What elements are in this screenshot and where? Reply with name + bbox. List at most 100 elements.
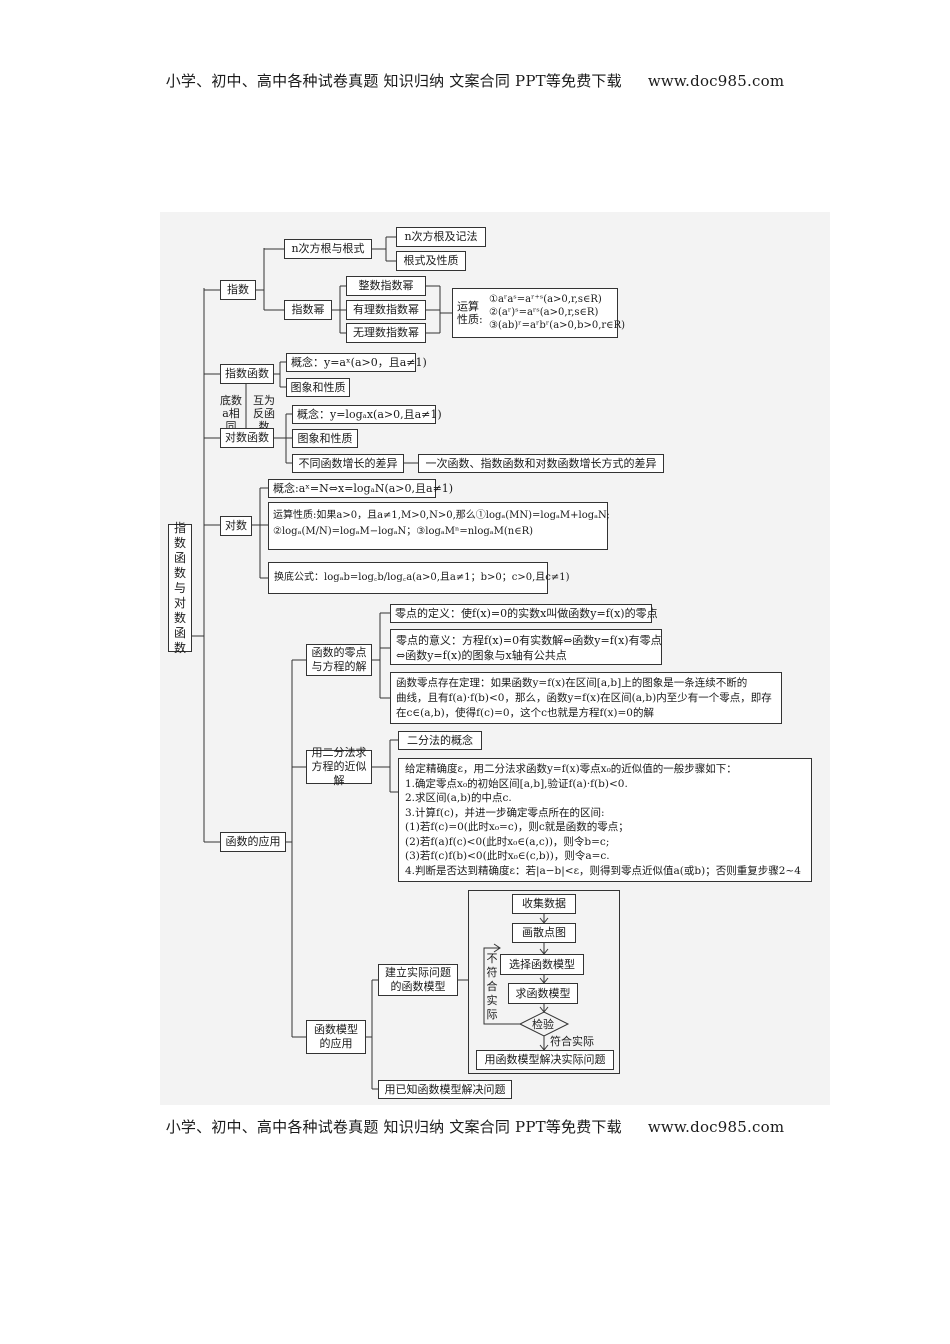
zero-theorem-line-2: 曲线，且有f(a)·f(b)<0，那么，函数y=f(x)在区间(a,b)内至少有… <box>396 692 772 704</box>
exp-func-graph-node: 图象和性质 <box>286 378 350 397</box>
bisection-concept-label: 二分法的概念 <box>407 733 473 747</box>
header-url: www.doc985.com <box>647 72 785 90</box>
bisection-concept-node: 二分法的概念 <box>398 731 482 750</box>
model-label: 函数模型的应用 <box>314 1023 358 1050</box>
bisection-step: (2)若f(a)f(c)<0(此时x₀∈(a,c))，则令b=c; <box>405 835 610 848</box>
flow-scatter-label: 画散点图 <box>522 926 566 939</box>
build-model-node: 建立实际问题的函数模型 <box>378 964 458 996</box>
growth-detail-node: 一次函数、指数函数和对数函数增长方式的差异 <box>418 454 664 473</box>
zero-theorem-line-1: 函数零点存在定理：如果函数y=f(x)在区间[a,b]上的图象是一条连续不断的 <box>396 677 748 689</box>
log-func-graph-node: 图象和性质 <box>292 429 358 448</box>
exp-func-concept-node: 概念：y=aˣ(a>0，且a≠1) <box>286 353 427 372</box>
zero-meaning-line-2: ⇔函数y=f(x)的图象与x轴有公共点 <box>396 649 567 662</box>
zeros-label: 函数的零点与方程的解 <box>311 646 367 673</box>
flow-fit-label: 符合实际 <box>550 1035 594 1048</box>
log-concept-label: 概念:aˣ=N⇔x=logₐN(a>0,且a≠1) <box>273 482 454 495</box>
flow-solve-node: 求函数模型 <box>508 983 578 1004</box>
bisection-step: 给定精确度ε，用二分法求函数y=f(x)零点x₀的近似值的一般步骤如下： <box>405 763 737 775</box>
bisection-step: 3.计算f(c)，并进一步确定零点所在的区间: <box>405 806 605 819</box>
bisection-step: (1)若f(c)=0(此时x₀=c)，则c就是函数的零点； <box>405 821 629 833</box>
rational-power-node: 有理数指数幂 <box>346 300 426 320</box>
exponent-label: 指数 <box>227 283 249 296</box>
zero-definition-node: 零点的定义：使f(x)=0的实数x叫做函数y=f(x)的零点 <box>390 604 658 623</box>
rational-power-label: 有理数指数幂 <box>353 303 419 316</box>
exponent-op-2: ②(aʳ)ˢ=aʳˢ(a>0,r,s∈R) <box>489 307 599 318</box>
exponent-ops-title: 运算性质: <box>457 300 483 326</box>
growth-detail-label: 一次函数、指数函数和对数函数增长方式的差异 <box>425 456 657 470</box>
zero-theorem-node: 函数零点存在定理：如果函数y=f(x)在区间[a,b]上的图象是一条连续不断的 … <box>390 672 782 724</box>
flow-choose-label: 选择函数模型 <box>509 957 575 971</box>
zero-definition-label: 零点的定义：使f(x)=0的实数x叫做函数y=f(x)的零点 <box>395 607 658 620</box>
exp-func-label: 指数函数 <box>225 367 269 380</box>
integer-power-node: 整数指数幂 <box>346 276 426 296</box>
footer-url: www.doc985.com <box>647 1118 785 1136</box>
nth-root-label: n次方根与根式 <box>291 242 365 255</box>
application-node: 函数的应用 <box>220 832 286 852</box>
application-label: 函数的应用 <box>225 835 281 848</box>
zeros-node: 函数的零点与方程的解 <box>306 644 372 676</box>
knowledge-map: 指数函数与对数函数 指数 n次方根与根式 n次方根及记法 根式及性质 指数幂 整… <box>160 212 830 1105</box>
flow-scatter-node: 画散点图 <box>512 923 576 943</box>
exponent-ops-node: 运算性质: ①aʳaˢ=aʳ⁺ˢ(a>0,r,s∈R) ②(aʳ)ˢ=aʳˢ(a… <box>452 288 625 338</box>
bisection-node: 用二分法求方程的近似解 <box>306 746 372 787</box>
log-func-concept-node: 概念：y=logₐx(a>0,且a≠1) <box>292 405 442 424</box>
footer-title: 小学、初中、高中各种试卷真题 知识归纳 文案合同 PPT等免费下载 <box>165 1118 622 1136</box>
bisection-step: 1.确定零点x₀的初始区间[a,b],验证f(a)·f(b)<0. <box>405 777 628 790</box>
known-model-label: 用已知函数模型解决问题 <box>384 1082 506 1096</box>
page-header: 小学、初中、高中各种试卷真题 知识归纳 文案合同 PPT等免费下载 www.doc… <box>0 70 950 91</box>
log-ops-line-2: ②logₐ(M/N)=logₐM−logₐN；③logₐMⁿ=nlogₐM(n∈… <box>273 526 534 537</box>
integer-power-label: 整数指数幂 <box>358 279 414 292</box>
power-node: 指数幂 <box>284 300 332 320</box>
change-base-node: 换底公式：logₐb=log꜀b/log꜀a(a>0,且a≠1；b>0；c>0,… <box>268 562 570 594</box>
exp-func-graph-label: 图象和性质 <box>290 380 346 394</box>
change-base-label: 换底公式：logₐb=log꜀b/log꜀a(a>0,且a≠1；b>0；c>0,… <box>274 572 570 583</box>
bisection-step: 2.求区间(a,b)的中点c. <box>405 792 512 804</box>
nth-root-node: n次方根与根式 <box>284 239 372 259</box>
flow-check-label: 检验 <box>532 1018 554 1031</box>
logarithm-label: 对数 <box>225 519 247 532</box>
build-model-label: 建立实际问题的函数模型 <box>385 966 451 993</box>
flow-solve-problem-label: 用函数模型解决实际问题 <box>484 1053 606 1066</box>
log-ops-node: 运算性质:如果a>0，且a≠1,M>0,N>0,那么①logₐ(MN)=logₐ… <box>268 502 610 550</box>
irrational-power-node: 无理数指数幂 <box>346 323 426 343</box>
exponent-node: 指数 <box>220 280 256 300</box>
exponent-op-1: ①aʳaˢ=aʳ⁺ˢ(a>0,r,s∈R) <box>489 294 602 305</box>
nth-root-notation-label: n次方根及记法 <box>404 230 478 243</box>
radical-property-node: 根式及性质 <box>396 251 466 271</box>
flow-choose-node: 选择函数模型 <box>500 954 584 975</box>
known-model-node: 用已知函数模型解决问题 <box>378 1080 512 1099</box>
exponent-op-3: ③(ab)ʳ=aʳbʳ(a>0,b>0,r∈R) <box>489 320 626 331</box>
zero-theorem-line-3: 在c∈(a,b)，使得f(c)=0，这个c也就是方程f(x)=0的解 <box>396 707 654 719</box>
flow-collect-label: 收集数据 <box>522 897 566 910</box>
relation-inverse-label: 互为反函数 <box>253 394 275 433</box>
bisection-label: 用二分法求方程的近似解 <box>311 746 367 787</box>
flow-collect-node: 收集数据 <box>512 894 576 914</box>
log-func-label: 对数函数 <box>225 431 269 444</box>
flow-solve-label: 求函数模型 <box>515 986 571 1000</box>
radical-property-label: 根式及性质 <box>403 254 459 267</box>
relation-base-label: 底数a相同 <box>220 394 242 433</box>
connector-lines <box>192 236 570 1090</box>
page-footer: 小学、初中、高中各种试卷真题 知识归纳 文案合同 PPT等免费下载 www.doc… <box>0 1116 950 1137</box>
zero-meaning-line-1: 零点的意义：方程f(x)=0有实数解⇔函数y=f(x)有零点 <box>396 634 662 647</box>
bisection-step: 4.判断是否达到精确度ε：若|a−b|<ε，则得到零点近似值a(或b)；否则重复… <box>405 864 801 877</box>
irrational-power-label: 无理数指数幂 <box>353 326 419 339</box>
model-node: 函数模型的应用 <box>306 1020 366 1054</box>
nth-root-notation-node: n次方根及记法 <box>396 227 486 247</box>
zero-meaning-node: 零点的意义：方程f(x)=0有实数解⇔函数y=f(x)有零点 ⇔函数y=f(x)… <box>390 629 662 665</box>
root-node: 指数函数与对数函数 <box>168 521 192 655</box>
modeling-flowchart <box>468 890 620 1074</box>
flow-not-fit-label: 不符合实际 <box>486 952 498 1021</box>
bisection-steps-node: 给定精确度ε，用二分法求函数y=f(x)零点x₀的近似值的一般步骤如下： 1.确… <box>398 758 812 882</box>
log-func-concept-label: 概念：y=logₐx(a>0,且a≠1) <box>297 408 442 421</box>
log-ops-line-1: 运算性质:如果a>0，且a≠1,M>0,N>0,那么①logₐ(MN)=logₐ… <box>273 510 610 521</box>
growth-diff-node: 不同函数增长的差异 <box>292 454 404 473</box>
log-concept-node: 概念:aˣ=N⇔x=logₐN(a>0,且a≠1) <box>268 479 453 498</box>
logarithm-node: 对数 <box>220 516 252 536</box>
exp-func-node: 指数函数 <box>220 364 274 384</box>
header-title: 小学、初中、高中各种试卷真题 知识归纳 文案合同 PPT等免费下载 <box>165 72 622 90</box>
log-func-graph-label: 图象和性质 <box>297 431 353 445</box>
growth-diff-label: 不同函数增长的差异 <box>298 456 398 470</box>
power-label: 指数幂 <box>291 303 325 316</box>
log-func-node: 对数函数 <box>220 428 274 448</box>
